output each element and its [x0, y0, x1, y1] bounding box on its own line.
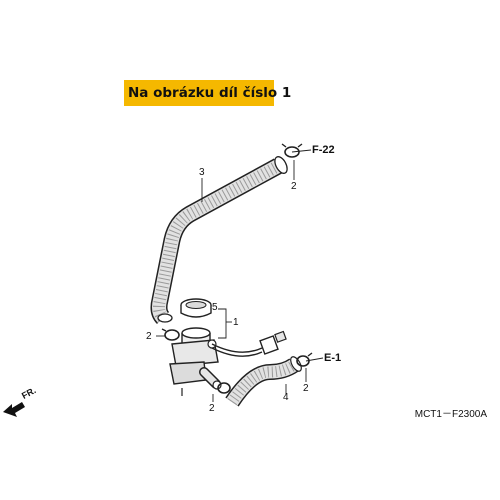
lower-hose	[225, 356, 302, 407]
part-number-2-lower-clip: 2	[303, 383, 309, 394]
leader-lines	[156, 149, 324, 402]
lower-hose-clips	[217, 352, 313, 394]
valve-cap	[180, 298, 212, 318]
valve-left-clip	[161, 328, 180, 341]
part-number-2-valve-clip: 2	[146, 331, 152, 342]
drawing-code: MCT1－F2300A	[414, 409, 487, 420]
valve-wire-connector	[211, 330, 287, 357]
reference-e1: E-1	[324, 352, 342, 364]
upper-hose-clip	[281, 143, 303, 158]
reference-f22: F-22	[312, 144, 335, 156]
upper-hose	[150, 156, 288, 325]
part-banner: Na obrázku díl číslo 1	[124, 80, 291, 106]
air-valve	[169, 327, 222, 396]
front-direction-arrow	[3, 402, 25, 417]
part-number-3: 3	[199, 167, 205, 178]
part-number-1: 1	[233, 317, 239, 328]
part-number-5: 5	[212, 302, 218, 313]
part-number-4: 4	[283, 392, 289, 403]
part-number-2-upper-clip: 2	[291, 181, 297, 192]
part-number-2-bottom-clip: 2	[209, 403, 215, 414]
